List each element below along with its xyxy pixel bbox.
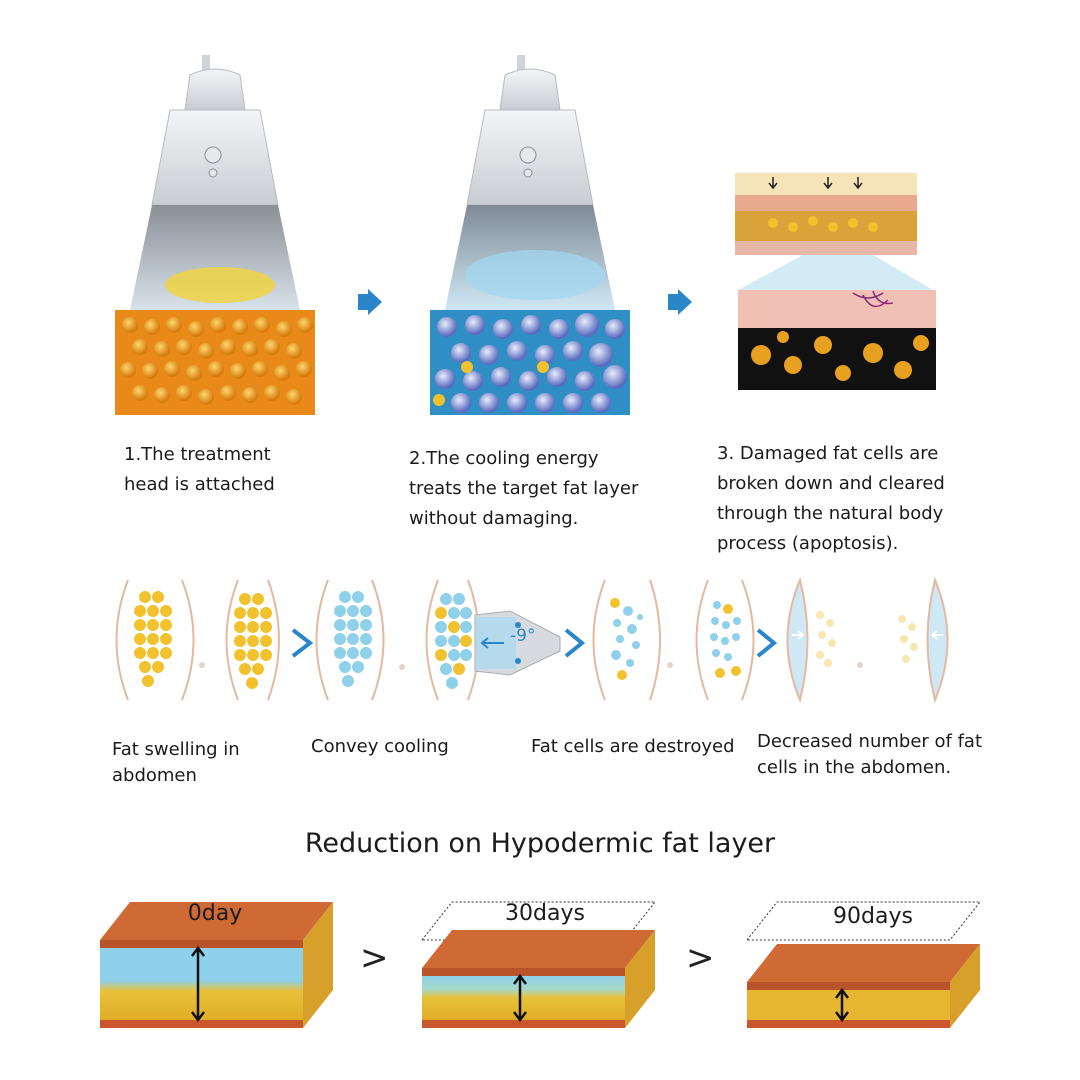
process-label-4: Decreased number of fat cells in the abd… [757, 731, 983, 778]
stage-label-0day: 0day [187, 901, 243, 926]
skin-block-30days [420, 890, 660, 1030]
step-1-caption: 1.The treatment head is attached [124, 444, 275, 495]
process-label-1: Fat swelling in abdomen [112, 739, 240, 786]
greater-than-separator: > [686, 938, 715, 978]
cooled-fat-cells [433, 313, 627, 413]
process-label-2: Convey cooling [311, 736, 449, 757]
step-1-illustration [110, 55, 320, 420]
step-2-caption: 2.The cooling energy treats the target f… [409, 448, 639, 529]
next-arrow-icon [356, 288, 384, 316]
process-label-3: Fat cells are destroyed [531, 736, 735, 757]
skin-block-0day [98, 890, 338, 1030]
stage-label-30days: 30days [505, 901, 585, 926]
step-2-illustration [425, 55, 635, 420]
process-diagram [110, 575, 960, 705]
reduction-title: Reduction on Hypodermic fat layer [304, 828, 776, 859]
step-3-illustration [733, 165, 938, 393]
greater-than-separator: > [360, 938, 389, 978]
probe-temperature: -9° [510, 626, 536, 646]
stage-label-90days: 90days [833, 904, 913, 929]
step-3-caption: 3. Damaged fat cells are broken down and… [717, 443, 945, 554]
next-arrow-icon [666, 288, 694, 316]
fat-cells [120, 317, 313, 405]
skin-block-90days [745, 890, 985, 1030]
